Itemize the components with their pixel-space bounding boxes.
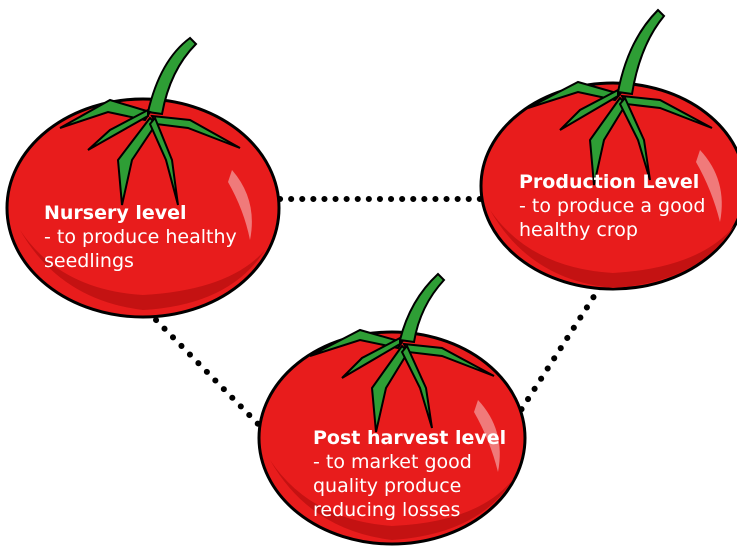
- production-title: Production Level: [519, 171, 700, 193]
- post-harvest-label: Post harvest level - to market good qual…: [313, 426, 533, 522]
- tomato-post: [257, 272, 527, 546]
- leaf-calyx: [59, 36, 241, 206]
- tomato-highlight: [696, 150, 722, 222]
- post-harvest-description: - to market good quality produce reducin…: [313, 451, 472, 521]
- leaf-calyx: [527, 8, 713, 186]
- nursery-label: Nursery level - to produce healthy seedl…: [44, 201, 284, 273]
- tomato-body: [257, 330, 527, 546]
- connectors: [153, 196, 603, 431]
- leaf-calyx: [309, 272, 495, 433]
- tomato-highlight: [474, 400, 500, 472]
- tomato-shade: [490, 210, 735, 288]
- tomato-shade: [270, 460, 514, 540]
- production-description: - to produce a good healthy crop: [519, 195, 706, 241]
- tomato-shade: [20, 230, 265, 310]
- nursery-title: Nursery level: [44, 202, 187, 224]
- nursery-description: - to produce healthy seedlings: [44, 226, 237, 272]
- tomato-nursery: [5, 36, 281, 319]
- post-harvest-title: Post harvest level: [313, 427, 507, 449]
- connector-production-post: [518, 284, 603, 413]
- tomato-body: [479, 81, 737, 291]
- tomato-highlight: [228, 170, 252, 240]
- connector-nursery-post: [153, 317, 265, 431]
- tomato-body: [5, 97, 281, 319]
- production-label: Production Level - to produce a good hea…: [519, 170, 737, 242]
- tomato-production: [479, 8, 737, 291]
